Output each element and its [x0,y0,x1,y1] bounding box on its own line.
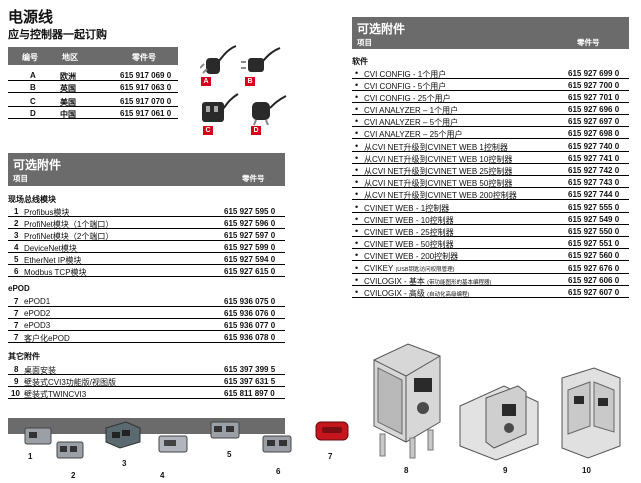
module-caption-5: 5 [227,450,232,459]
module-icon [24,427,52,445]
module-caption-3: 3 [122,459,127,468]
wall-mount-icon [459,385,539,461]
right-col-item: 项目 [357,38,372,47]
left-col-part: 零件号 [242,174,265,183]
left-accessories-title: 可选附件 [13,158,62,172]
power-cord-subtitle: 应与控制器一起订购 [8,29,107,41]
right-col-part: 零件号 [577,38,600,47]
table-row: C 美国 615 917 070 0 [8,95,178,107]
module-caption-6: 6 [276,467,281,476]
plug-label-d: D [251,126,261,135]
plug-a-icon [200,45,237,74]
module-icon [210,421,240,439]
mount-caption-10: 10 [582,466,591,475]
left-col-item: 项目 [13,174,28,183]
header-region: 地区 [62,53,78,62]
epod-heading: ePOD [8,284,30,293]
mount-caption-9: 9 [503,466,508,475]
plug-label-b: B [245,77,255,86]
header-part: 零件号 [132,53,156,62]
left-accessories-band: 可选附件 项目 零件号 [8,153,285,186]
plug-d-icon [252,95,287,126]
fieldbus-heading: 现场总线模块 [8,195,56,204]
list-item: •CVILOGIX - 基本 (带功能图形的基本编程器)615 927 606 … [352,275,629,286]
power-cord-table-header: 编号 地区 零件号 [8,47,178,65]
desk-mount-icon [373,343,441,459]
module-caption-1: 1 [28,452,33,461]
power-cord-title: 电源线 [8,9,54,26]
list-item: •CVIKEY (USB钥匙访问权限管理)615 927 676 0 [352,263,629,274]
plug-label-a: A [201,77,211,86]
module-icon [105,421,141,449]
epod-icon [315,421,349,441]
other-heading: 其它附件 [8,352,40,361]
module-icon [56,441,84,459]
table-row: B 英国 615 917 063 0 [8,81,178,93]
module-icon [262,435,292,453]
module-caption-7: 7 [328,452,333,461]
table-row: A 欧洲 615 917 069 0 [8,69,178,81]
right-accessories-band: 可选附件 项目 零件号 [352,17,629,49]
software-heading: 软件 [352,57,368,66]
plug-label-c: C [203,126,213,135]
twin-wall-mount-icon [561,367,621,459]
mount-caption-8: 8 [404,466,409,475]
module-caption-4: 4 [160,471,165,480]
module-icon [158,435,188,453]
right-accessories-title: 可选附件 [357,22,406,36]
module-caption-2: 2 [71,471,76,480]
table-row: D 中国 615 917 061 0 [8,107,178,119]
plug-c-icon [202,93,239,122]
list-item: •CVILOGIX - 高级 (自动化高级编程)615 927 607 0 [352,287,629,298]
header-code: 编号 [22,53,38,62]
plug-b-icon [241,47,281,72]
